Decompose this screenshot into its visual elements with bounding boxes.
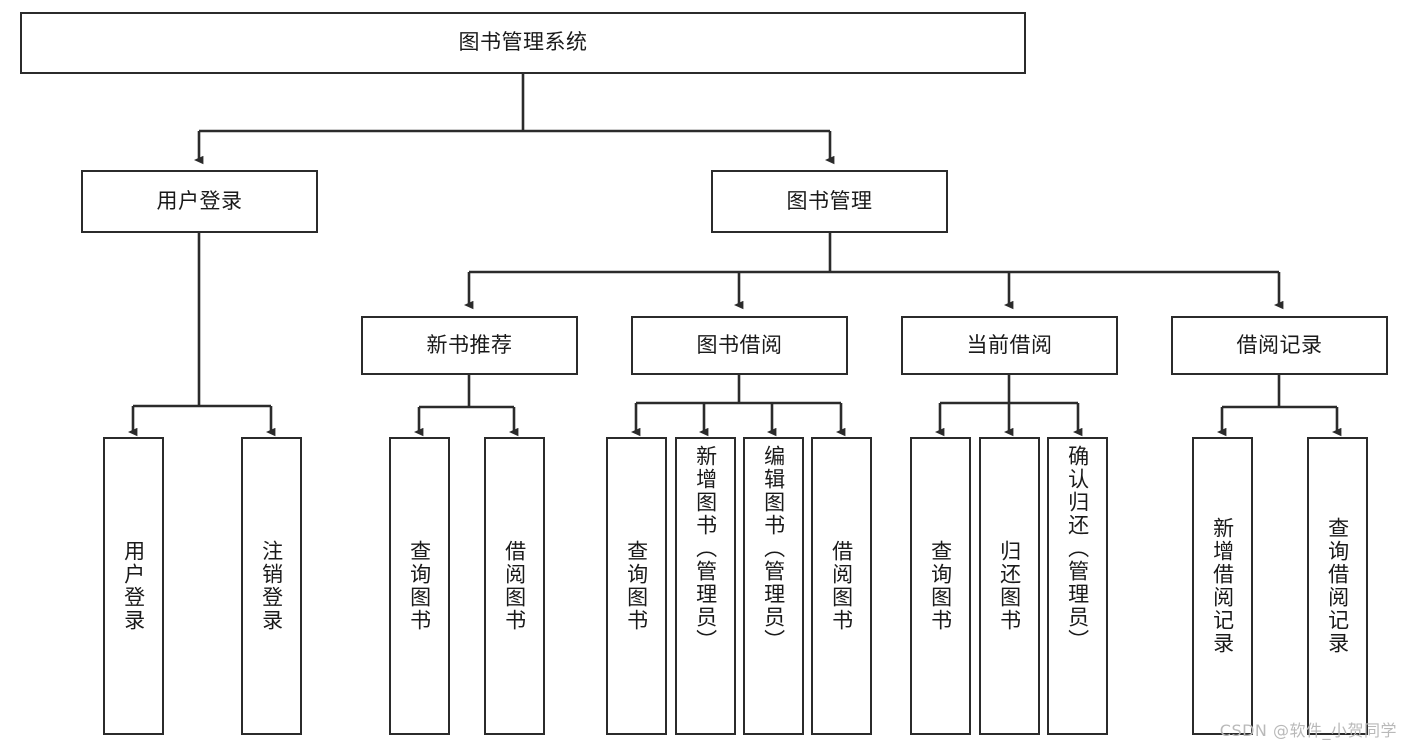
leaf-query-book-c-label: 查询图书 [928, 540, 953, 632]
leaf-borrow-book-a[interactable]: 借阅图书 [484, 437, 545, 735]
node-current-borrow-label: 当前借阅 [966, 332, 1053, 357]
leaf-query-book-b-label: 查询图书 [624, 540, 649, 632]
leaf-borrow-book-b-label: 借阅图书 [829, 540, 854, 632]
leaf-edit-book[interactable]: 编辑图书（管理员） [743, 437, 804, 735]
leaf-query-book-c[interactable]: 查询图书 [910, 437, 971, 735]
node-current-borrow[interactable]: 当前借阅 [901, 316, 1118, 375]
node-book-manage[interactable]: 图书管理 [711, 170, 948, 233]
node-book-borrow-label: 图书借阅 [696, 332, 783, 357]
leaf-edit-book-label: 编辑图书（管理员） [761, 445, 786, 652]
leaf-query-record[interactable]: 查询借阅记录 [1307, 437, 1368, 735]
node-book-manage-label: 图书管理 [786, 188, 873, 213]
leaf-query-record-label: 查询借阅记录 [1325, 517, 1350, 655]
node-book-borrow[interactable]: 图书借阅 [631, 316, 848, 375]
node-user-login[interactable]: 用户登录 [81, 170, 318, 233]
leaf-add-book-label: 新增图书（管理员） [693, 445, 718, 652]
leaf-borrow-book-b[interactable]: 借阅图书 [811, 437, 872, 735]
leaf-borrow-book-a-label: 借阅图书 [502, 540, 527, 632]
leaf-add-record-label: 新增借阅记录 [1210, 517, 1235, 655]
leaf-confirm-return-label: 确认归还（管理员） [1065, 445, 1090, 652]
node-new-book-rec[interactable]: 新书推荐 [361, 316, 578, 375]
node-root-label: 图书管理系统 [458, 30, 588, 55]
leaf-return-book[interactable]: 归还图书 [979, 437, 1040, 735]
leaf-query-book-a[interactable]: 查询图书 [389, 437, 450, 735]
node-new-book-rec-label: 新书推荐 [426, 332, 513, 357]
leaf-user-login-label: 用户登录 [121, 540, 146, 632]
node-root[interactable]: 图书管理系统 [20, 12, 1026, 74]
leaf-confirm-return[interactable]: 确认归还（管理员） [1047, 437, 1108, 735]
leaf-logout-label: 注销登录 [259, 540, 284, 632]
leaf-return-book-label: 归还图书 [997, 540, 1022, 632]
node-borrow-record-label: 借阅记录 [1236, 332, 1323, 357]
csdn-watermark: CSDN @软件_小贺同学 [1219, 721, 1397, 740]
leaf-query-book-b[interactable]: 查询图书 [606, 437, 667, 735]
leaf-user-login[interactable]: 用户登录 [103, 437, 164, 735]
leaf-add-book[interactable]: 新增图书（管理员） [675, 437, 736, 735]
leaf-query-book-a-label: 查询图书 [407, 540, 432, 632]
leaf-add-record[interactable]: 新增借阅记录 [1192, 437, 1253, 735]
leaf-logout[interactable]: 注销登录 [241, 437, 302, 735]
node-borrow-record[interactable]: 借阅记录 [1171, 316, 1388, 375]
node-user-login-label: 用户登录 [156, 188, 243, 213]
